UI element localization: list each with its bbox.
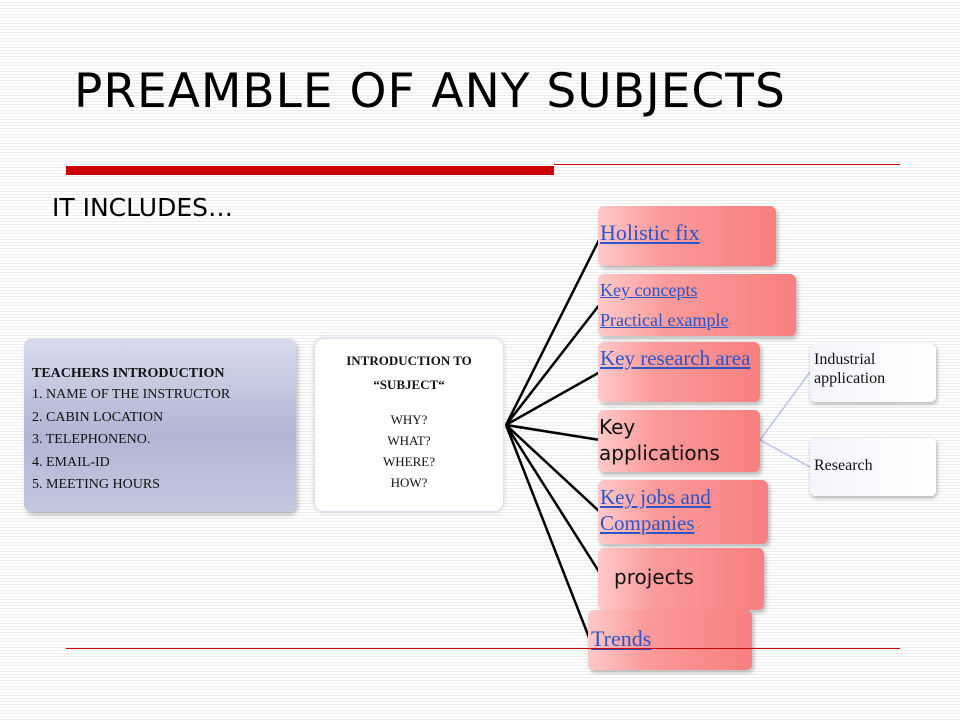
intro-question: HOW? [390, 475, 428, 490]
teachers-heading: TEACHERS INTRODUCTION [32, 366, 225, 381]
intro-heading: INTRODUCTION TO [346, 353, 472, 368]
connector-industrial [759, 371, 811, 441]
connector-research-area [505, 370, 601, 427]
teachers-item: 1. NAME OF THE INSTRUCTOR [32, 387, 231, 402]
key-applications-label: Key applications [599, 415, 720, 465]
connector-trends [504, 424, 592, 641]
practical-example-link[interactable]: Practical example [600, 310, 729, 330]
footer-rule [66, 648, 900, 649]
branch-key-applications: Key applications [598, 410, 760, 472]
key-concepts-link[interactable]: Key concepts [600, 280, 698, 300]
title-underline-bar [66, 166, 554, 175]
connector-projects [504, 424, 605, 579]
research-box: Research [810, 438, 936, 496]
branch-key-jobs[interactable]: Key jobs and Companies [598, 480, 768, 544]
branch-key-concepts[interactable]: Key concepts Practical example [598, 274, 796, 336]
connector-applications [505, 423, 601, 442]
branch-holistic-fix[interactable]: Holistic fix [598, 206, 776, 266]
slide-subtitle: IT INCLUDES… [52, 193, 234, 222]
teachers-item: 5. MEETING HOURS [32, 477, 160, 492]
research-label: Research [814, 457, 873, 474]
intro-question: WHERE? [383, 454, 435, 469]
teachers-introduction-box: TEACHERS INTRODUCTION 1. NAME OF THE INS… [24, 338, 296, 512]
industrial-application-label: Industrial application [814, 351, 886, 387]
slide-title: PREAMBLE OF ANY SUBJECTS [74, 64, 786, 119]
intro-subject: “SUBJECT“ [373, 377, 445, 392]
connector-research [759, 439, 811, 468]
branch-trends[interactable]: Trends [588, 610, 752, 670]
trends-link[interactable]: Trends [591, 626, 652, 651]
intro-question: WHAT? [387, 433, 431, 448]
intro-question: WHY? [390, 412, 428, 427]
branch-holistic-fix-label[interactable]: Holistic fix [600, 220, 700, 245]
connector-holistic [504, 237, 602, 426]
projects-label: projects [614, 565, 694, 589]
branch-projects: projects [598, 548, 764, 610]
introduction-box: INTRODUCTION TO “SUBJECT“ WHY? WHAT? WHE… [314, 338, 504, 512]
title-underline-rule [554, 164, 900, 165]
teachers-item: 2. CABIN LOCATION [32, 409, 164, 425]
teachers-item: 3. TELEPHONENO. [32, 432, 151, 447]
connector-concepts [505, 303, 601, 426]
industrial-application-box: Industrial application [810, 344, 936, 402]
key-research-area-link[interactable]: Key research area [600, 346, 751, 370]
key-jobs-link[interactable]: Key jobs and Companies [600, 485, 711, 535]
branch-key-research-area[interactable]: Key research area [598, 342, 760, 402]
connector-jobs [505, 424, 601, 513]
teachers-item: 4. EMAIL-ID [32, 454, 110, 470]
